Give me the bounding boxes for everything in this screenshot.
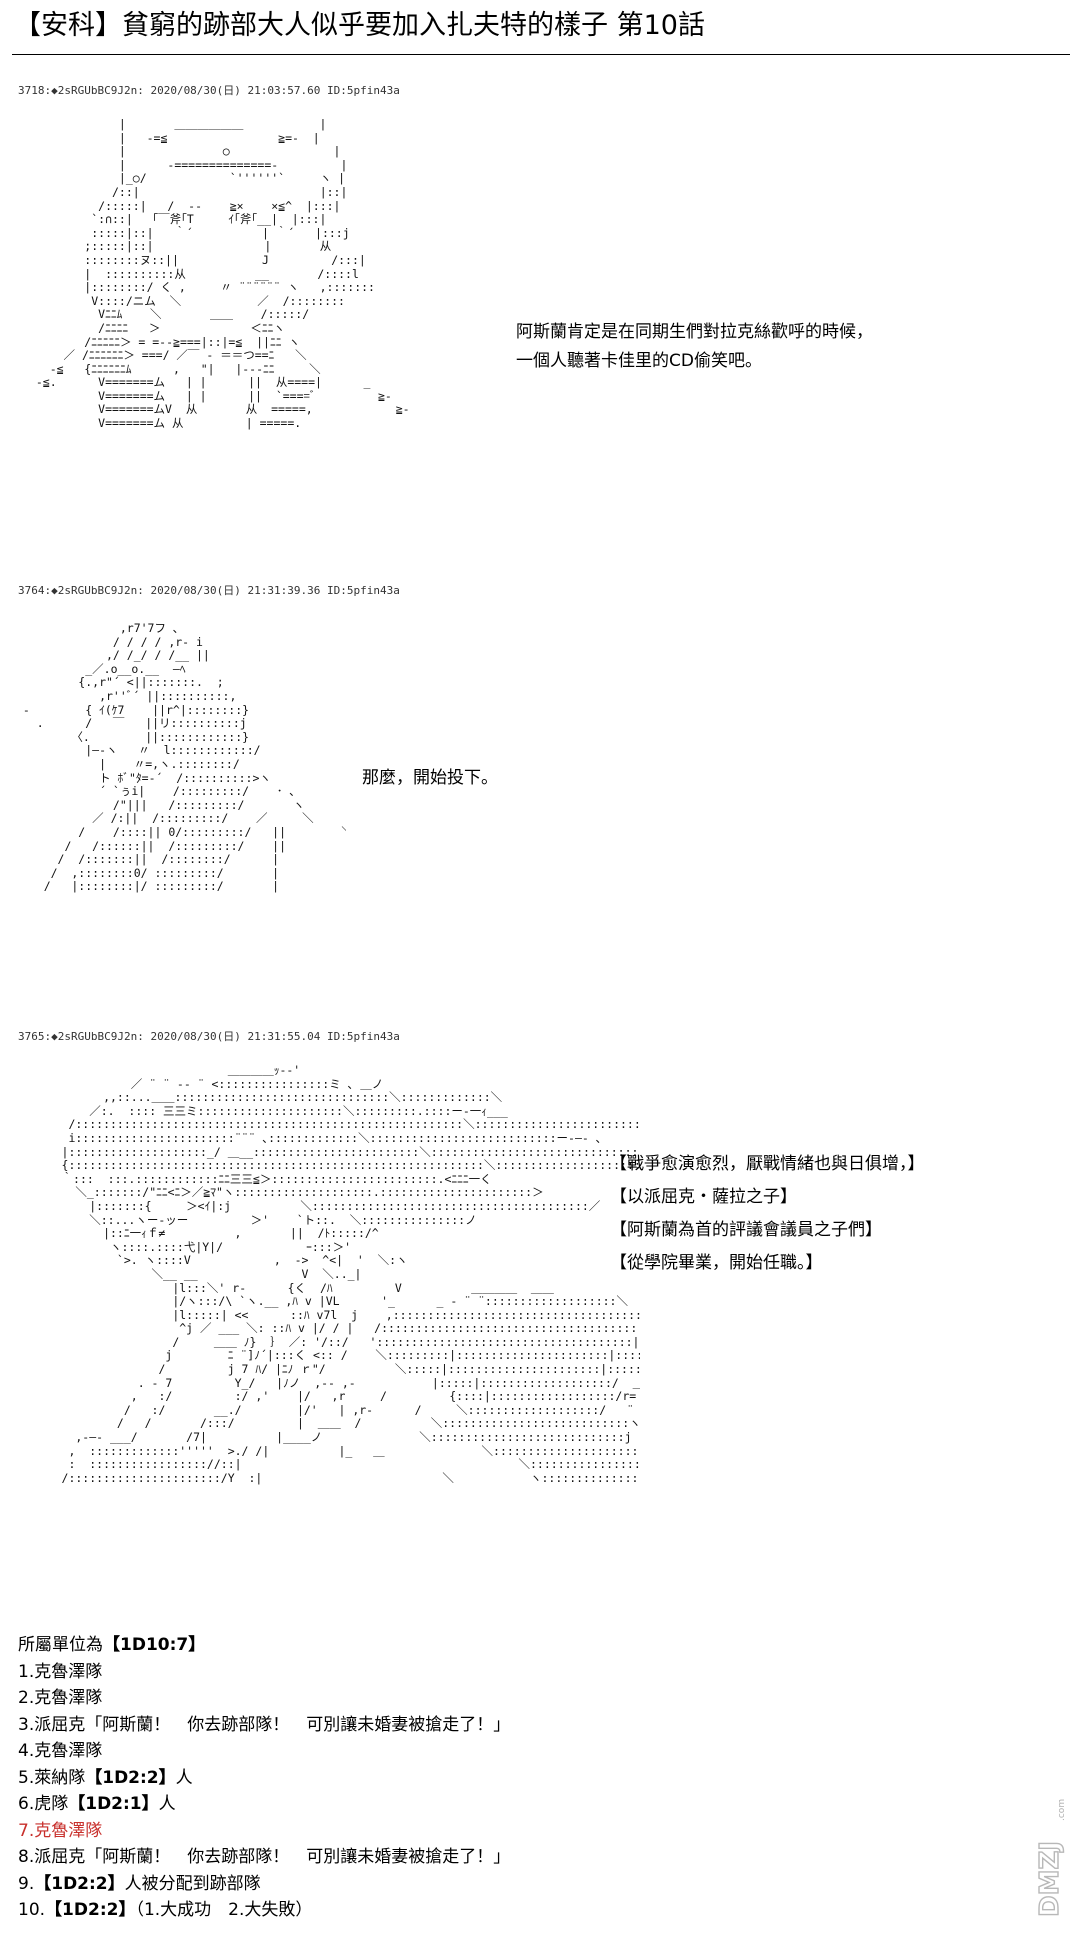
dialogue-line: 一個人聽著卡佳里的CD偷笑吧。: [516, 351, 762, 371]
post-header: 3765:◆2sRGUbBC9J2n: 2020/08/30(日) 21:31:…: [18, 1030, 400, 1043]
post-header: 3718:◆2sRGUbBC9J2n: 2020/08/30(日) 21:03:…: [18, 84, 400, 97]
list-item: 1.克魯澤隊: [18, 1661, 103, 1682]
item-roll: 【1D2:2】: [45, 1900, 136, 1920]
ascii-art-uniform-figure: ＿＿＿＿ｯ-‐' ／ ¨ ¨ -‐ ¨ <::::::::::::::::ミ ､…: [61, 1064, 640, 1485]
dmzj-watermark-logo: DMZJ .com: [1034, 1799, 1066, 1918]
list-item: 6.虎隊【1D2:1】人: [18, 1791, 510, 1818]
list-item: 2.克魯澤隊: [18, 1688, 103, 1708]
item-suffix: 人被分配到跡部隊: [124, 1873, 261, 1894]
dialogue-line: 阿斯蘭肯定是在同期生們對拉克絲歡呼的時候，: [516, 322, 873, 342]
page-title: 【安科】貧窮的跡部大人似乎要加入扎夫特的樣子 第10話: [14, 10, 705, 41]
ascii-art-portrait: | ＿＿＿＿＿＿ | | -=≦ ≧=- | | ○ | | -========…: [35, 118, 410, 431]
dialogue-line: 【戰爭愈演愈烈，厭戰情緒也與日俱增，】: [610, 1154, 925, 1174]
post-dialogue: 那麼，開始投下。: [362, 764, 498, 793]
item-roll: 【1D2:2】: [34, 1873, 125, 1894]
svg-text:DMZJ: DMZJ: [1035, 1841, 1065, 1917]
list-item: 8.派屈克「阿斯蘭！ 你去跡部隊！ 可別讓未婚妻被搶走了！」: [18, 1847, 511, 1867]
list-item: 10.【1D2:2】（1.大成功 2.大失敗）: [18, 1897, 510, 1924]
item-roll: 【1D2:1】: [68, 1794, 159, 1814]
item-suffix: 人: [175, 1767, 193, 1788]
post-dialogue: 【戰爭愈演愈烈，厭戰情緒也與日俱增，】 【以派屈克・薩拉之子】 【阿斯蘭為首的評…: [610, 1148, 925, 1280]
list-item: 4.克魯澤隊: [18, 1741, 103, 1761]
item-prefix: 6.虎隊: [18, 1794, 69, 1814]
item-suffix: （1.大成功 2.大失敗）: [135, 1900, 313, 1920]
svg-text:.com: .com: [1057, 1799, 1066, 1821]
item-prefix: 10.: [18, 1900, 46, 1920]
dialogue-line: 【以派屈克・薩拉之子】: [610, 1187, 797, 1207]
intro-text: 所屬單位為: [18, 1635, 103, 1655]
dialogue-line: 那麼，開始投下。: [362, 768, 498, 788]
title-divider: [12, 54, 1070, 55]
post-header: 3764:◆2sRGUbBC9J2n: 2020/08/30(日) 21:31:…: [18, 584, 400, 597]
item-prefix: 5.萊納隊: [18, 1767, 86, 1788]
list-item: 3.派屈克「阿斯蘭！ 你去跡部隊！ 可別讓未婚妻被搶走了！」: [18, 1714, 511, 1735]
dialogue-line: 【從學院畢業，開始任職。】: [610, 1253, 823, 1273]
item-prefix: 9.: [18, 1873, 35, 1894]
intro-roll: 【1D10:7】: [103, 1635, 206, 1655]
dialogue-line: 【阿斯蘭為首的評議會議員之子們】: [610, 1220, 882, 1240]
list-item-selected: 7.克魯澤隊: [18, 1820, 103, 1841]
item-roll: 【1D2:2】: [85, 1767, 176, 1788]
item-suffix: 人: [158, 1794, 176, 1814]
roll-list: 所屬單位為【1D10:7】 1.克魯澤隊 2.克魯澤隊 3.派屈克「阿斯蘭！ 你…: [18, 1632, 510, 1924]
post-dialogue: 阿斯蘭肯定是在同期生們對拉克絲歡呼的時候， 一個人聽著卡佳里的CD偷笑吧。: [516, 318, 873, 376]
list-intro: 所屬單位為【1D10:7】: [18, 1632, 510, 1659]
list-item: 5.萊納隊【1D2:2】人: [18, 1765, 510, 1792]
list-item: 9.【1D2:2】人被分配到跡部隊: [18, 1871, 510, 1898]
ascii-art-figure: ,r7'7フ ､ / / / / ,r- i ,/ /_/ / /__ || _…: [22, 622, 346, 894]
